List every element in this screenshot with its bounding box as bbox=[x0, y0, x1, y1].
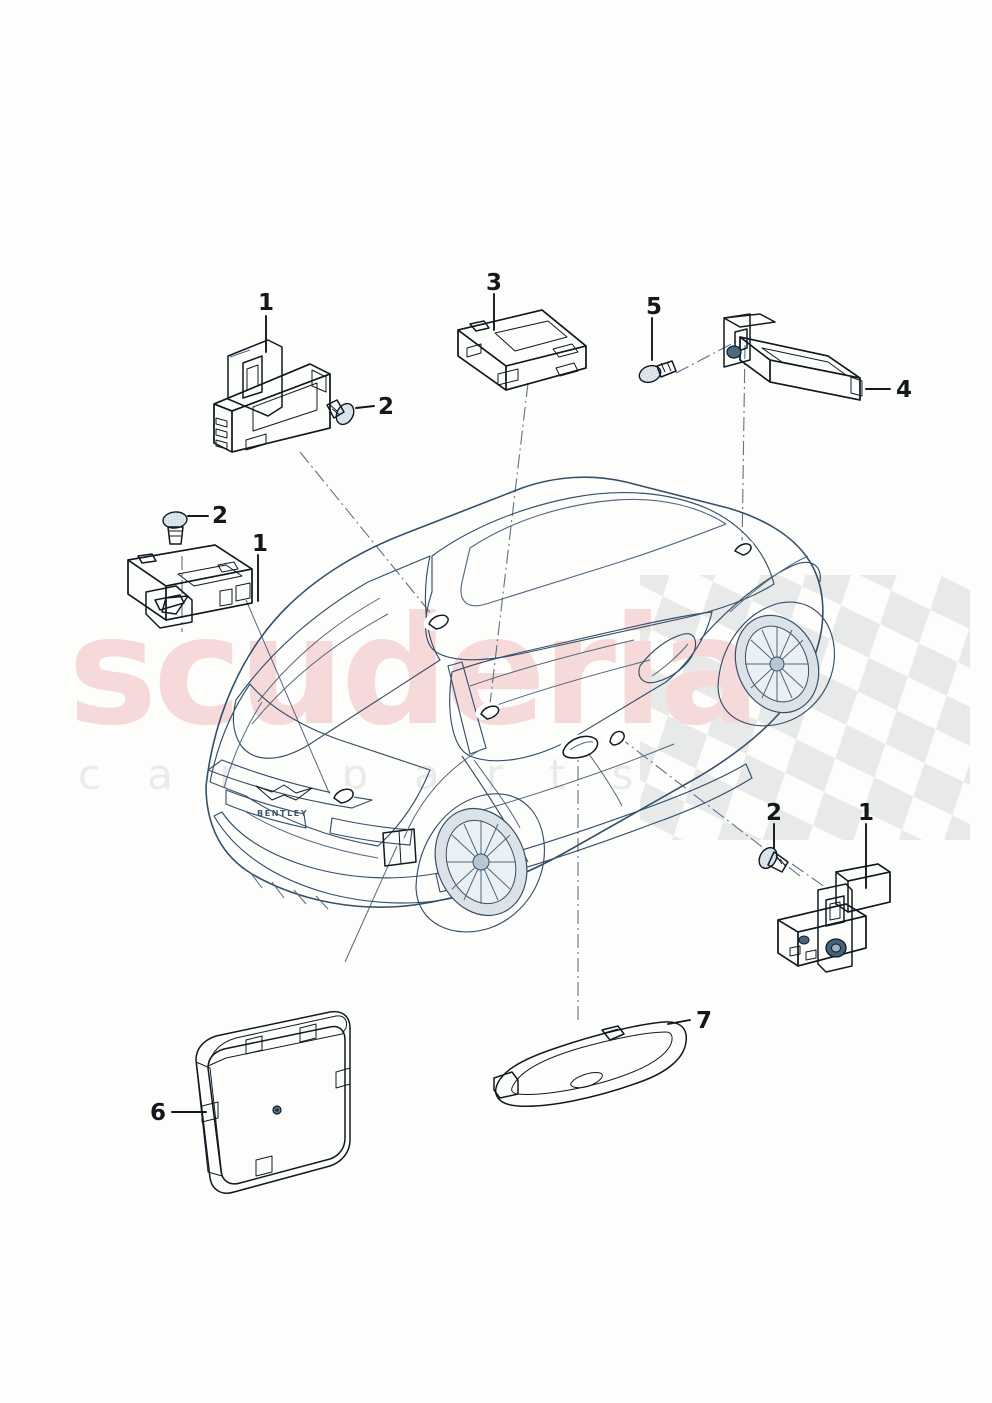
part-6-central-control-unit: 6 bbox=[150, 1010, 351, 1194]
decklid-antenna-marker bbox=[423, 611, 451, 631]
part-2-bolt-top: 2 bbox=[326, 394, 394, 426]
badge-text: BENTLEY bbox=[257, 809, 308, 818]
rear-wheel bbox=[415, 793, 545, 933]
front-wheel bbox=[717, 601, 836, 727]
trunk-antenna-marker bbox=[328, 785, 356, 805]
callout-1-left: 1 bbox=[252, 531, 268, 557]
part-7-door-handle: 7 bbox=[493, 1008, 712, 1108]
callout-7: 7 bbox=[696, 1008, 712, 1034]
rear-sensor-panel bbox=[382, 828, 417, 867]
roof-antenna-marker bbox=[730, 540, 754, 556]
part-5-screw: 5 bbox=[638, 294, 677, 384]
callout-1-right: 1 bbox=[858, 800, 874, 826]
callout-1-top-left: 1 bbox=[258, 290, 274, 316]
pillar-antenna-marker bbox=[475, 702, 501, 720]
part-2-bolt-left: 2 bbox=[162, 503, 228, 545]
assembly-axis-lines bbox=[181, 340, 829, 1020]
door-handle-marker bbox=[558, 733, 599, 759]
part-1-antenna-module-top-left: 1 bbox=[213, 290, 331, 453]
callout-6: 6 bbox=[150, 1100, 166, 1126]
watermark-scuderia: scuderia bbox=[68, 585, 757, 759]
part-1-antenna-module-right: 1 bbox=[777, 800, 891, 973]
callout-5: 5 bbox=[646, 294, 662, 320]
vehicle-illustration: BENTLEY bbox=[205, 476, 836, 933]
wing-mirror bbox=[638, 633, 697, 684]
callout-2-top: 2 bbox=[378, 394, 394, 420]
watermark-car-parts: car parts bbox=[78, 750, 679, 799]
part-1-antenna-module-left: 1 bbox=[127, 531, 268, 629]
callout-3: 3 bbox=[486, 270, 502, 296]
door-antenna-marker bbox=[603, 727, 629, 747]
part-2-bolt-right: 2 bbox=[758, 800, 789, 873]
callout-2-right: 2 bbox=[766, 800, 782, 826]
part-3-roof-antenna-module: 3 bbox=[457, 270, 587, 391]
callout-4: 4 bbox=[896, 377, 912, 403]
part-4-long-antenna-module: 4 bbox=[723, 313, 912, 403]
bentley-badge: BENTLEY bbox=[255, 784, 313, 818]
watermark-group: scuderia car parts bbox=[68, 575, 970, 840]
callout-2-left: 2 bbox=[212, 503, 228, 529]
